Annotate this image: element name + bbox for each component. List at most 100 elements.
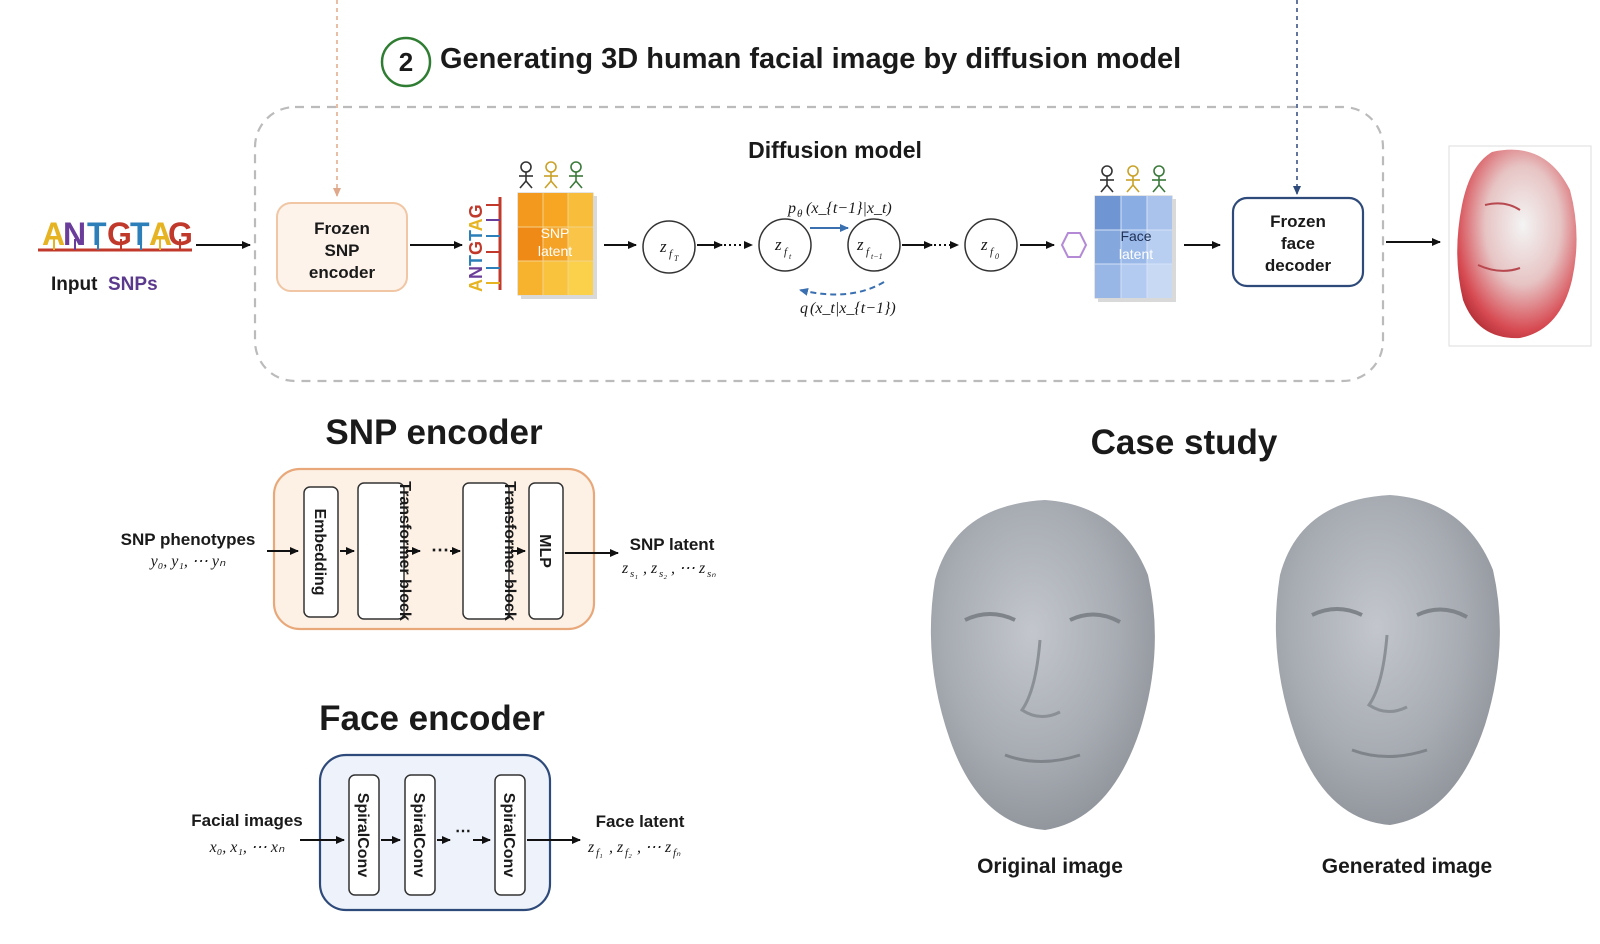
embedding-block	[303, 486, 339, 618]
spiralconv-block-2	[404, 774, 436, 896]
snp-phenotypes-label: SNP phenotypes	[121, 530, 256, 549]
face-latent-line2: latent	[1119, 246, 1153, 262]
p-theta-args: (x_{t−1}|x_t)	[806, 200, 892, 217]
case-study-title: Case study	[1091, 423, 1278, 462]
spiralconv-3-label: SpiralConv	[500, 793, 517, 878]
svg-text:z: z	[587, 839, 595, 856]
svg-text:, ⋯: , ⋯	[637, 839, 661, 856]
node-z-ft-base: z	[774, 235, 782, 254]
mlp-label: MLP	[536, 534, 553, 568]
snp-letter-7: G	[168, 216, 193, 252]
snp-latent-grid	[517, 192, 597, 299]
snp-encoder-ellipsis: ⋯	[431, 540, 449, 560]
node-z-ft	[758, 218, 812, 272]
frozen-face-decoder-line1: Frozen	[1270, 212, 1326, 231]
transformer-block-1	[357, 482, 405, 620]
face-latent-out-label: Face latent	[596, 812, 685, 831]
people-icons-snp	[519, 161, 583, 189]
transformer-block-2-label: Transformer block	[501, 481, 518, 621]
p-theta-sub: θ	[797, 208, 803, 220]
node-z-fT-subsub: T	[674, 254, 679, 263]
step-number-circle	[380, 36, 432, 88]
vertical-snp-text: ANTGTAG	[466, 204, 486, 292]
snp-letter-4: G	[107, 216, 132, 252]
step-number: 2	[399, 47, 413, 77]
spiralconv-block-3	[494, 774, 526, 896]
facial-images-math: x₀, x₁, ⋯ xₙ	[209, 839, 285, 856]
node-z-fT	[642, 220, 696, 274]
generated-face-image	[1275, 495, 1500, 825]
hexagon-icon	[1060, 232, 1088, 258]
snp-letter-2: N	[63, 216, 86, 252]
node-z-f0	[964, 218, 1018, 272]
node-z-ft-sub: f	[784, 246, 789, 258]
vertical-snp-logo: ANTGTAG	[466, 197, 502, 292]
original-image-caption: Original image	[977, 855, 1123, 878]
svg-text:s₁: s₁	[630, 568, 638, 580]
svg-text:, ⋯: , ⋯	[671, 560, 695, 577]
diffusion-title: Diffusion model	[748, 137, 922, 163]
frozen-snp-encoder-line2: SNP	[325, 241, 360, 260]
svg-text:,: ,	[609, 839, 613, 856]
svg-text:z: z	[664, 839, 672, 856]
node-z-f0-sub: f	[990, 246, 995, 258]
svg-text:f₂: f₂	[625, 847, 632, 859]
svg-text:z: z	[616, 839, 624, 856]
face-latent-line1: Face	[1120, 228, 1151, 244]
node-z-ft-1	[847, 218, 901, 272]
snp-latent-out-math: z s₁ , z s₂ , ⋯ z sₙ	[621, 560, 716, 580]
input-snps-label-prefix: Input	[51, 274, 98, 295]
diffusion-container	[253, 105, 1385, 383]
node-z-ft-1-base: z	[856, 235, 864, 254]
node-z-f0-subsub: 0	[995, 252, 999, 261]
people-icons-face	[1100, 165, 1166, 193]
transformer-block-1-label: Transformer block	[396, 481, 413, 621]
face-encoder-title: Face encoder	[319, 699, 545, 738]
facial-images-label: Facial images	[191, 811, 303, 830]
spiralconv-block-1	[348, 774, 380, 896]
svg-text:fₙ: fₙ	[673, 847, 681, 859]
spiralconv-1-label: SpiralConv	[354, 793, 371, 878]
snp-latent-line2: latent	[538, 243, 572, 259]
transformer-block-2	[462, 482, 510, 620]
snp-letter-1: A	[42, 216, 65, 252]
snp-encoder-title: SNP encoder	[325, 413, 543, 452]
snp-encoder-box	[272, 467, 596, 631]
spiralconv-2-label: SpiralConv	[410, 793, 427, 878]
frozen-snp-encoder-line1: Frozen	[314, 219, 370, 238]
node-z-fT-base: z	[659, 237, 667, 256]
svg-text:z: z	[621, 560, 629, 577]
svg-text:sₙ: sₙ	[707, 568, 716, 580]
q-label: q	[800, 300, 808, 317]
q-args: (x_t|x_{t−1})	[810, 300, 896, 317]
frozen-snp-encoder-line3: encoder	[309, 263, 376, 282]
frozen-snp-encoder-box	[276, 202, 408, 292]
node-z-ft-subsub: t	[789, 252, 792, 261]
generated-image-caption: Generated image	[1322, 855, 1492, 878]
q-arrow	[799, 281, 885, 296]
snp-letter-3: T	[87, 216, 107, 252]
face-latent-grid	[1094, 195, 1176, 302]
input-snps-logo: A N T G T A G	[38, 216, 193, 252]
snp-letter-6: A	[149, 216, 172, 252]
svg-text:f₁: f₁	[596, 847, 603, 859]
p-theta-label: p	[787, 200, 796, 217]
node-z-f0-base: z	[980, 235, 988, 254]
frozen-face-decoder-line2: face	[1281, 234, 1315, 253]
svg-text:z: z	[698, 560, 706, 577]
original-face-image	[930, 500, 1155, 830]
node-z-ft-1-sub: f	[866, 246, 871, 258]
frozen-face-decoder-line3: decoder	[1265, 256, 1332, 275]
node-z-ft-1-subsub: t−1	[871, 252, 883, 261]
snp-phenotypes-math: y₀, y₁, ⋯ yₙ	[149, 553, 226, 570]
snp-latent-out-label: SNP latent	[630, 535, 715, 554]
input-snps-label-suffix: SNPs	[108, 274, 158, 295]
svg-text:,: ,	[643, 560, 647, 577]
face-encoder-ellipsis: ⋯	[455, 823, 471, 840]
node-z-fT-sub: f	[669, 248, 674, 260]
snp-letter-5: T	[130, 216, 150, 252]
svg-text:z: z	[650, 560, 658, 577]
embedding-label: Embedding	[311, 508, 328, 595]
svg-text:s₂: s₂	[659, 568, 667, 580]
